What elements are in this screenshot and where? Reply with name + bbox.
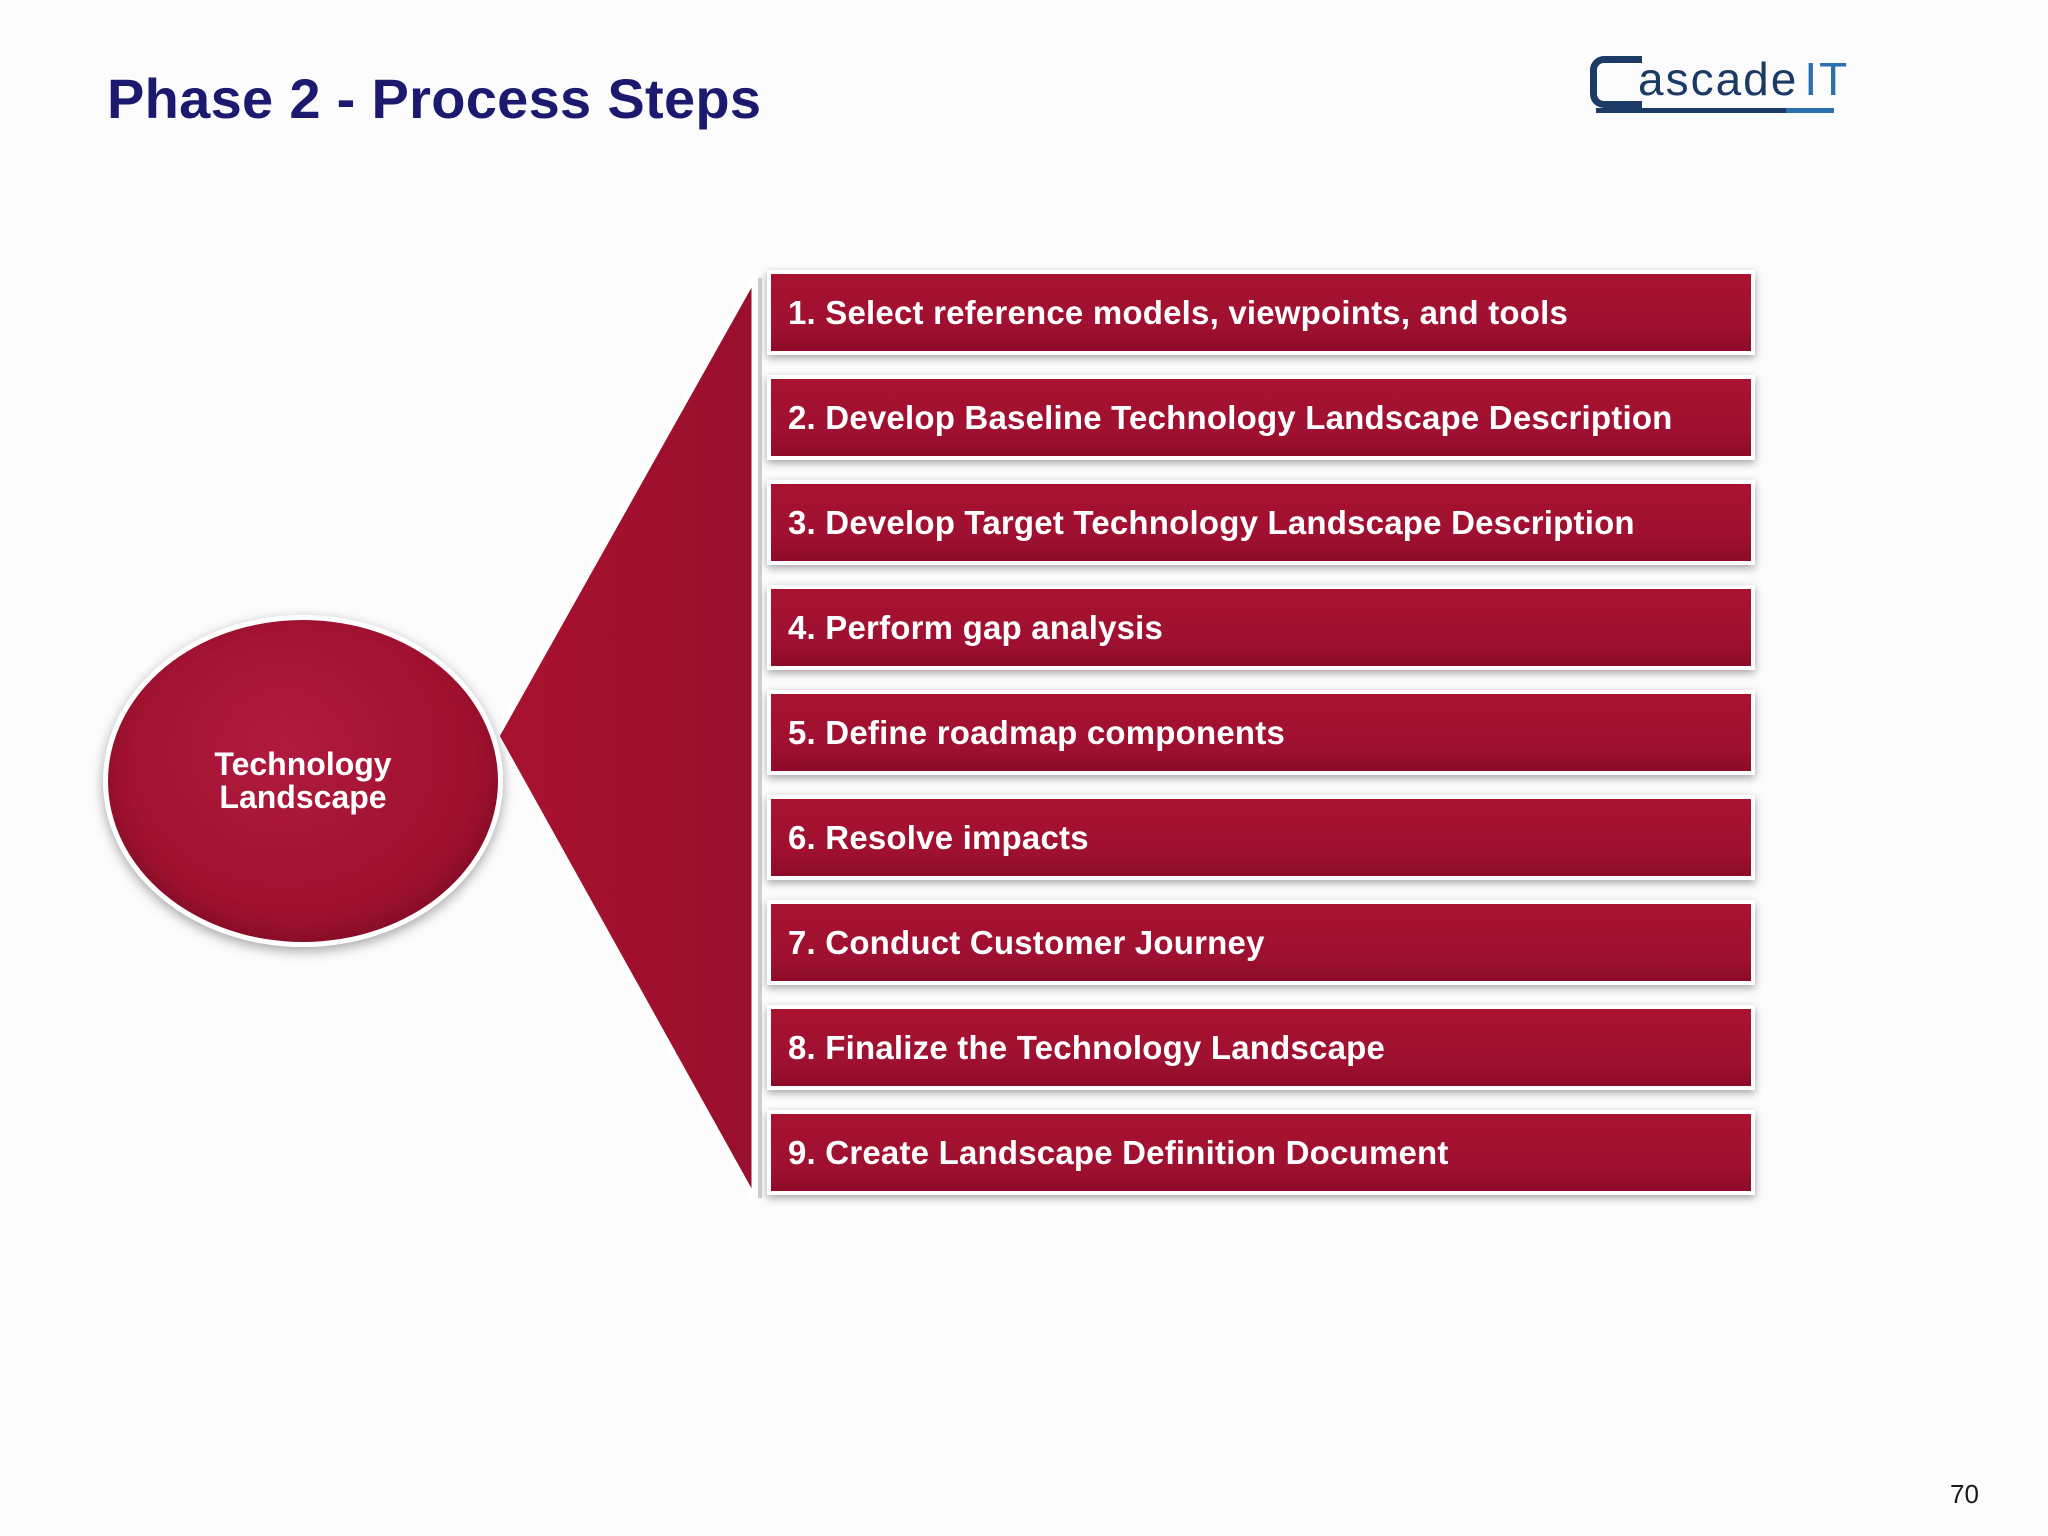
process-step: 7. Conduct Customer Journey bbox=[767, 900, 1755, 985]
process-steps-list: 1. Select reference models, viewpoints, … bbox=[767, 270, 1755, 1215]
step-label: 9. Create Landscape Definition Document bbox=[788, 1133, 1449, 1171]
process-step: 8. Finalize the Technology Landscape bbox=[767, 1005, 1755, 1090]
step-label: 1. Select reference models, viewpoints, … bbox=[788, 293, 1569, 331]
logo-underline-accent bbox=[1786, 108, 1834, 113]
page-number: 70 bbox=[1950, 1479, 1979, 1509]
process-step: 1. Select reference models, viewpoints, … bbox=[767, 270, 1755, 355]
slide-title: Phase 2 - Process Steps bbox=[107, 67, 762, 130]
step-label: 3. Develop Target Technology Landscape D… bbox=[788, 503, 1635, 541]
fan-wedge bbox=[494, 275, 757, 1201]
hub-label: Technology Landscape bbox=[214, 746, 392, 815]
step-label: 7. Conduct Customer Journey bbox=[788, 923, 1265, 961]
logo-c-mark bbox=[1590, 56, 1642, 108]
process-step: 4. Perform gap analysis bbox=[767, 585, 1755, 670]
process-step: 9. Create Landscape Definition Document bbox=[767, 1110, 1755, 1195]
step-label: 6. Resolve impacts bbox=[788, 818, 1089, 856]
hub-circle: Technology Landscape bbox=[103, 615, 503, 947]
process-step: 6. Resolve impacts bbox=[767, 795, 1755, 880]
step-label: 8. Finalize the Technology Landscape bbox=[788, 1028, 1386, 1066]
step-label: 2. Develop Baseline Technology Landscape… bbox=[788, 398, 1673, 436]
process-step: 2. Develop Baseline Technology Landscape… bbox=[767, 375, 1755, 460]
process-step: 3. Develop Target Technology Landscape D… bbox=[767, 480, 1755, 565]
process-step: 5. Define roadmap components bbox=[767, 690, 1755, 775]
logo-text-accent: IT bbox=[1804, 53, 1850, 105]
logo-text-main: ascade bbox=[1638, 53, 1799, 105]
step-label: 4. Perform gap analysis bbox=[788, 608, 1164, 646]
step-label: 5. Define roadmap components bbox=[788, 713, 1286, 751]
logo-underline bbox=[1596, 108, 1834, 113]
